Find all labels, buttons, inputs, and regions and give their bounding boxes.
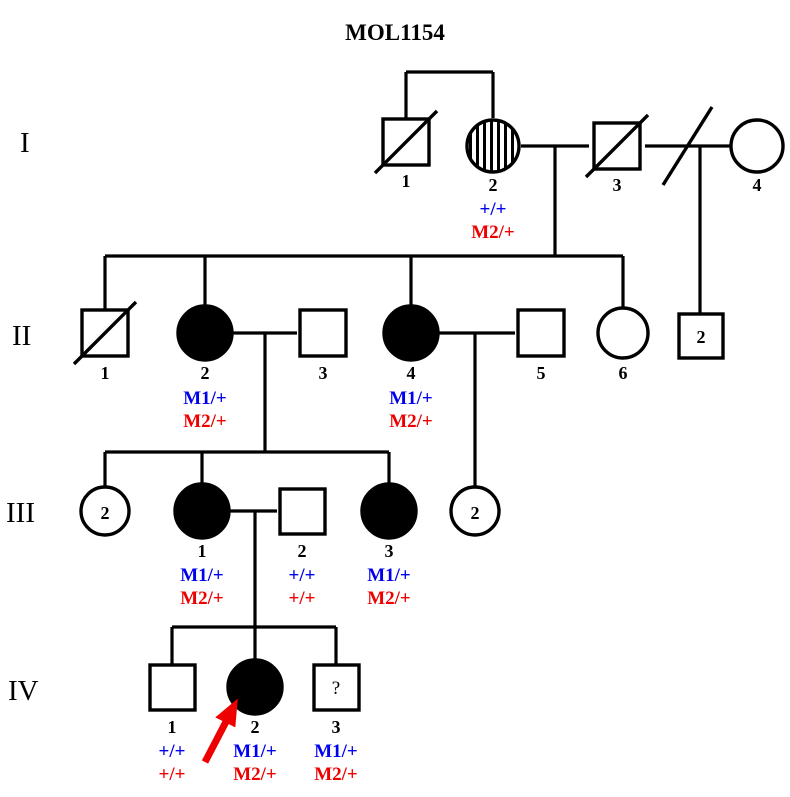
circle-symbol-group[interactable] [449, 485, 501, 537]
individual-iv-3[interactable]: ? 3 M1/+ M2/+ [312, 663, 361, 785]
genotype-m1: +/+ [159, 741, 186, 762]
individual-id: 3 [332, 717, 341, 737]
sibship-count: 2 [697, 327, 706, 347]
individual-ii-1[interactable]: 1 [72, 300, 138, 383]
individual-i-2[interactable]: 2 +/+ M2/+ [465, 118, 521, 243]
circle-symbol[interactable] [729, 118, 785, 174]
sibship-count: 2 [101, 503, 110, 523]
genotype-m2: M2/+ [367, 588, 411, 609]
genotype-m1: M1/+ [183, 388, 227, 409]
individual-iii-3[interactable]: 3 M1/+ M2/+ [360, 482, 418, 609]
genotype-m2: M2/+ [471, 222, 515, 243]
generation-ii-group: 1 2 M1/+ M2/+ 3 4 M1/+ M2/+ [72, 300, 725, 432]
generation-iv-group: 1 +/+ +/+ 2 M1/+ M2/+ ? 3 M1/+ [148, 658, 361, 785]
individual-iv-1[interactable]: 1 +/+ +/+ [148, 663, 197, 785]
generation-iii-group: 2 1 M1/+ M2/+ 2 +/+ +/+ 3 M1/+ M2/+ [79, 482, 501, 609]
genotype-m2: +/+ [159, 764, 186, 785]
page-title: MOL1154 [345, 20, 445, 45]
generation-label-iv: IV [8, 675, 39, 707]
individual-iii-2[interactable]: 2 +/+ +/+ [278, 487, 327, 609]
individual-id: 1 [402, 171, 411, 191]
individual-id: 5 [537, 363, 546, 383]
individual-iv-2[interactable]: 2 M1/+ M2/+ [226, 658, 284, 785]
genotype-m2: M2/+ [314, 764, 358, 785]
generation-label-ii: II [12, 320, 31, 352]
circle-symbol[interactable] [173, 482, 231, 540]
individual-id: 2 [489, 175, 498, 195]
individual-id: 3 [385, 541, 394, 561]
individual-id: 3 [613, 175, 622, 195]
individual-ii-2[interactable]: 2 M1/+ M2/+ [176, 304, 234, 432]
individual-ii-4[interactable]: 4 M1/+ M2/+ [382, 304, 440, 432]
generation-label-i: I [20, 127, 30, 159]
genotype-m2: M2/+ [180, 588, 224, 609]
genotype-m1: M1/+ [389, 388, 433, 409]
genotype-m2: +/+ [289, 588, 316, 609]
individual-iii-sibgroup-right[interactable]: 2 [449, 485, 501, 537]
individual-ii-sibgroup[interactable]: 2 [677, 312, 725, 360]
sibship-count: 2 [471, 503, 480, 523]
circle-symbol[interactable] [226, 658, 284, 716]
circle-symbol[interactable] [176, 304, 234, 362]
square-symbol[interactable] [148, 663, 197, 712]
proband-arrow-icon [201, 698, 238, 764]
individual-ii-6[interactable]: 6 [596, 306, 650, 383]
pedigree-connector-lines [103, 70, 731, 665]
square-symbol[interactable] [312, 663, 361, 712]
individual-id: 4 [407, 363, 416, 383]
circle-symbol-group[interactable] [79, 485, 131, 537]
individual-id: 1 [198, 541, 207, 561]
individual-i-3[interactable]: 3 [584, 113, 650, 195]
deceased-slash-icon [373, 109, 439, 175]
individual-id: 3 [319, 363, 328, 383]
genotype-m1: +/+ [480, 199, 507, 220]
deceased-slash-icon [584, 113, 650, 179]
divorce-slash-i3-i4 [661, 106, 714, 186]
genotype-m1: M1/+ [180, 565, 224, 586]
circle-symbol[interactable] [465, 118, 521, 174]
genotype-m2: M2/+ [233, 764, 277, 785]
unknown-sex-marker: ? [332, 678, 340, 699]
square-symbol[interactable] [516, 308, 566, 358]
circle-symbol[interactable] [382, 304, 440, 362]
individual-id: 1 [101, 363, 110, 383]
genotype-m1: M1/+ [233, 741, 277, 762]
genotype-m1: +/+ [289, 565, 316, 586]
genotype-m2: M2/+ [389, 411, 433, 432]
individual-id: 4 [753, 175, 762, 195]
individual-id: 2 [298, 541, 307, 561]
individual-id: 2 [201, 363, 210, 383]
square-symbol[interactable] [278, 487, 327, 536]
genotype-m1: M1/+ [314, 741, 358, 762]
individual-iii-1[interactable]: 1 M1/+ M2/+ [173, 482, 231, 609]
individual-i-1[interactable]: 1 [373, 109, 439, 191]
individual-ii-5[interactable]: 5 [516, 308, 566, 383]
individual-iii-sibgroup-left[interactable]: 2 [79, 485, 131, 537]
individual-id: 2 [251, 717, 260, 737]
generation-i-group: 1 2 +/+ M2/+ 3 4 [373, 109, 785, 243]
individual-ii-3[interactable]: 3 [298, 308, 348, 383]
genotype-m2: M2/+ [183, 411, 227, 432]
genotype-m1: M1/+ [367, 565, 411, 586]
deceased-slash-icon [72, 300, 138, 366]
square-symbol[interactable] [298, 308, 348, 358]
circle-symbol[interactable] [360, 482, 418, 540]
circle-symbol[interactable] [596, 306, 650, 360]
individual-i-4[interactable]: 4 [729, 118, 785, 195]
individual-id: 6 [619, 363, 628, 383]
generation-label-iii: III [6, 497, 35, 529]
individual-id: 1 [168, 717, 177, 737]
square-symbol-group[interactable] [677, 312, 725, 360]
